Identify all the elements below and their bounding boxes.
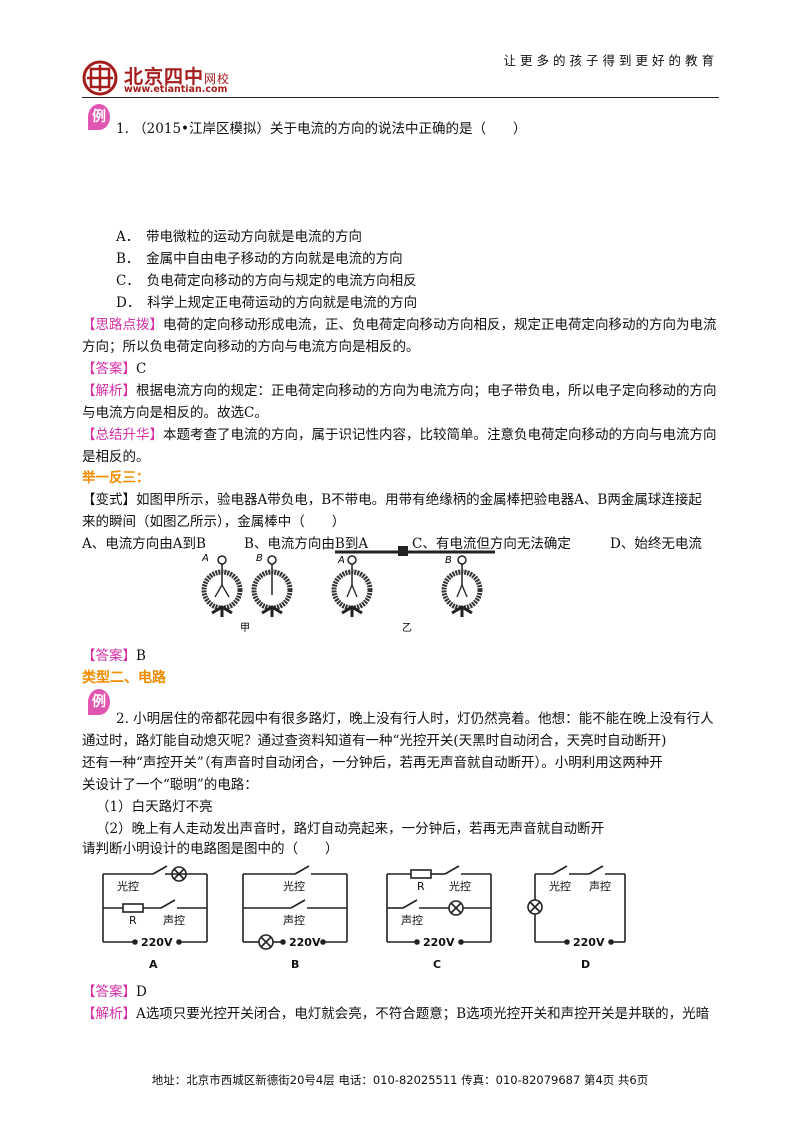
variant-stem-cont: 来的瞬间（如图乙所示），金属棒中（ ） (82, 514, 346, 530)
q1-hint-cont: 方向；所以负电荷定向移动的方向与电流方向是相反的。 (82, 339, 420, 355)
q1-summary: 【总结升华】本题考查了电流的方向，属于识记性内容，比较简单。注意负电荷定向移动的… (82, 427, 717, 443)
svg-text:R: R (417, 880, 425, 893)
svg-text:光控: 光控 (549, 879, 571, 893)
example-badge-icon: 例 (88, 104, 110, 130)
svg-text:光控: 光控 (117, 879, 139, 893)
variant-option-c: C、有电流但方向无法确定 (412, 536, 571, 552)
electroscope-figure: A B 甲 A B 乙 (201, 546, 495, 634)
svg-text:D: D (581, 958, 590, 971)
q2-ask: 请判断小明设计的电路图是图中的（ ） (82, 841, 339, 857)
circuit-options-figure: 光控 R 声控 220V A 光控 声控 220V B R 光控 声控 220V… (102, 865, 626, 971)
circuit-b (242, 865, 348, 950)
svg-text:B: B (291, 958, 299, 971)
svg-text:220V: 220V (141, 936, 173, 949)
q2-stem-4: 关设计了一个“聪明”的电路： (82, 777, 258, 793)
example-badge-icon-2: 例 (88, 689, 110, 715)
q1-option-b: B． 金属中自由电子移动的方向就是电流的方向 (116, 251, 403, 267)
svg-text:B: B (256, 553, 263, 564)
svg-text:声控: 声控 (283, 913, 305, 927)
electroscope-pair-yi (331, 546, 495, 617)
variant-stem: 【变式】如图甲所示，验电器A带负电，B不带电。用带有绝缘柄的金属棒把验电器A、B… (82, 492, 702, 508)
header-slogan: 让更多的孩子得到更好的教育 (503, 53, 718, 68)
circuit-c (386, 865, 492, 945)
q1-analysis-cont: 与电流方向是相反的。故选C。 (82, 405, 268, 421)
svg-text:光控: 光控 (449, 879, 471, 893)
svg-text:声控: 声控 (163, 913, 185, 927)
q1-analysis: 【解析】根据电流方向的规定：正电荷定向移动的方向为电流方向；电子带负电，所以电子… (82, 383, 717, 399)
svg-text:220V: 220V (289, 936, 321, 949)
q1-hint: 【思路点拨】电荷的定向移动形成电流，正、负电荷定向移动方向相反，规定正电荷定向移… (82, 317, 717, 333)
variant-answer: 【答案】B (82, 648, 146, 664)
svg-text:声控: 声控 (401, 913, 423, 927)
section2-heading: 类型二、电路 (82, 670, 166, 686)
variant-option-b: B、电流方向由B到A (244, 536, 369, 552)
q2-condition-1: （1）白天路灯不亮 (96, 799, 213, 815)
q2-condition-2: （2）晚上有人走动发出声音时，路灯自动亮起来，一分钟后，若再无声音就自动断开 (96, 821, 605, 837)
q2-answer: 【答案】D (82, 984, 147, 1000)
circuit-a (102, 865, 208, 945)
q1-summary-cont: 是相反的。 (82, 449, 150, 465)
school-logo: 北京四中网校 www.etiantian.com (82, 60, 282, 96)
variant-heading: 举一反三： (82, 470, 150, 486)
svg-text:声控: 声控 (589, 879, 611, 893)
svg-text:光控: 光控 (283, 879, 305, 893)
q2-stem-3: 还有一种“声控开关”（有声音时自动闭合，一分钟后，若再无声音就自动断开）。小明利… (82, 755, 663, 771)
svg-text:甲: 甲 (240, 623, 250, 634)
logo-url: www.etiantian.com (124, 84, 228, 95)
svg-text:乙: 乙 (402, 622, 412, 634)
q1-answer: 【答案】C (82, 361, 147, 377)
electroscope-a-jia (201, 555, 243, 617)
q1-option-d: D． 科学上规定正电荷运动的方向就是电流的方向 (116, 295, 418, 311)
svg-text:R: R (129, 914, 137, 927)
variant-option-a: A、电流方向由A到B (82, 536, 206, 552)
svg-text:A: A (201, 553, 209, 564)
q2-stem-2: 通过时，路灯能自动熄灭呢？通过查资料知道有一种“光控开关(天黑时自动闭合，天亮时… (82, 733, 667, 749)
q1-stem: 1. （2015•江岸区模拟）关于电流的方向的说法中正确的是（ ） (116, 121, 527, 137)
logo-name: 北京四中网校 (124, 66, 231, 88)
svg-text:A: A (337, 555, 345, 566)
header-divider (82, 97, 719, 98)
logo-emblem-icon (82, 60, 118, 96)
variant-option-d: D、始终无电流 (610, 536, 702, 552)
svg-text:220V: 220V (423, 936, 455, 949)
svg-text:B: B (445, 555, 452, 566)
q1-option-a: A． 带电微粒的运动方向就是电流的方向 (116, 229, 362, 245)
circuit-d (527, 865, 626, 945)
q1-option-c: C． 负电荷定向移动的方向与规定的电流方向相反 (116, 273, 417, 289)
svg-text:220V: 220V (573, 936, 605, 949)
q2-analysis: 【解析】A选项只要光控开关闭合，电灯就会亮，不符合题意；B选项光控开关和声控开关… (82, 1006, 710, 1022)
q2-stem: 2. 小明居住的帝都花园中有很多路灯，晚上没有行人时，灯仍然亮着。他想：能不能在… (116, 711, 714, 727)
electroscope-b-jia (251, 555, 293, 617)
page-footer: 地址：北京市西城区新德街20号4层 电话：010-82025511 传真：010… (151, 1073, 649, 1087)
svg-text:A: A (149, 958, 158, 971)
svg-text:C: C (433, 958, 441, 971)
